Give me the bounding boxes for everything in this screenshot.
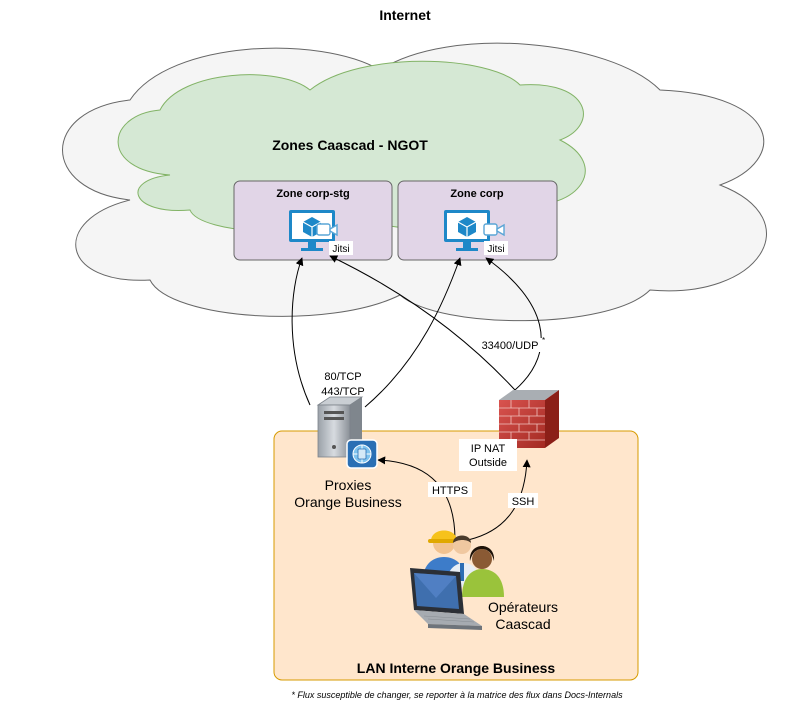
https-label: HTTPS: [432, 485, 468, 497]
lan-zone: LAN Interne Orange Business: [273, 430, 639, 681]
cloud-label: Zones Caascad - NGOT: [272, 137, 428, 153]
zone-corp-label: Zone corp: [450, 188, 503, 200]
connectors: [291, 255, 542, 541]
footnote: * Flux susceptible de changer, se report…: [291, 690, 623, 700]
udp-footnote-mark: *: [542, 336, 545, 345]
arrow-https: [377, 456, 456, 541]
nat-label-line2: Outside: [469, 457, 507, 469]
arrow-ssh: [467, 459, 531, 541]
globe-badge-icon: [346, 439, 378, 469]
arrow-firewall-to-corp-stg: [329, 255, 516, 391]
udp-port-label: 33400/UDP: [482, 340, 539, 352]
video-camera-icon: [316, 223, 338, 237]
lan-label: LAN Interne Orange Business: [357, 660, 556, 676]
ssh-label: SSH: [512, 496, 535, 508]
jitsi-label-stg: Jitsi: [332, 244, 349, 255]
arrow-firewall-to-corp: [485, 257, 542, 391]
ports-tcp-443: 443/TCP: [321, 386, 364, 398]
proxies-label-line1: Proxies: [325, 477, 372, 493]
ports-tcp-80: 80/TCP: [324, 371, 361, 383]
operators-label-line1: Opérateurs: [488, 599, 558, 615]
video-camera-icon: [483, 223, 505, 237]
arrow-proxy-to-corp: [364, 257, 462, 408]
zone-corp-stg-label: Zone corp-stg: [276, 188, 349, 200]
nat-label-line1: IP NAT: [471, 443, 506, 455]
arrow-proxy-to-corp-stg: [291, 257, 311, 406]
proxies-label-line2: Orange Business: [294, 494, 401, 510]
internet-title: Internet: [379, 7, 431, 23]
virtual-machine-monitor-icon: [444, 210, 490, 251]
laptop-icon: [410, 568, 482, 630]
jitsi-label-corp: Jitsi: [487, 244, 504, 255]
operators-label-line2: Caascad: [495, 616, 550, 632]
